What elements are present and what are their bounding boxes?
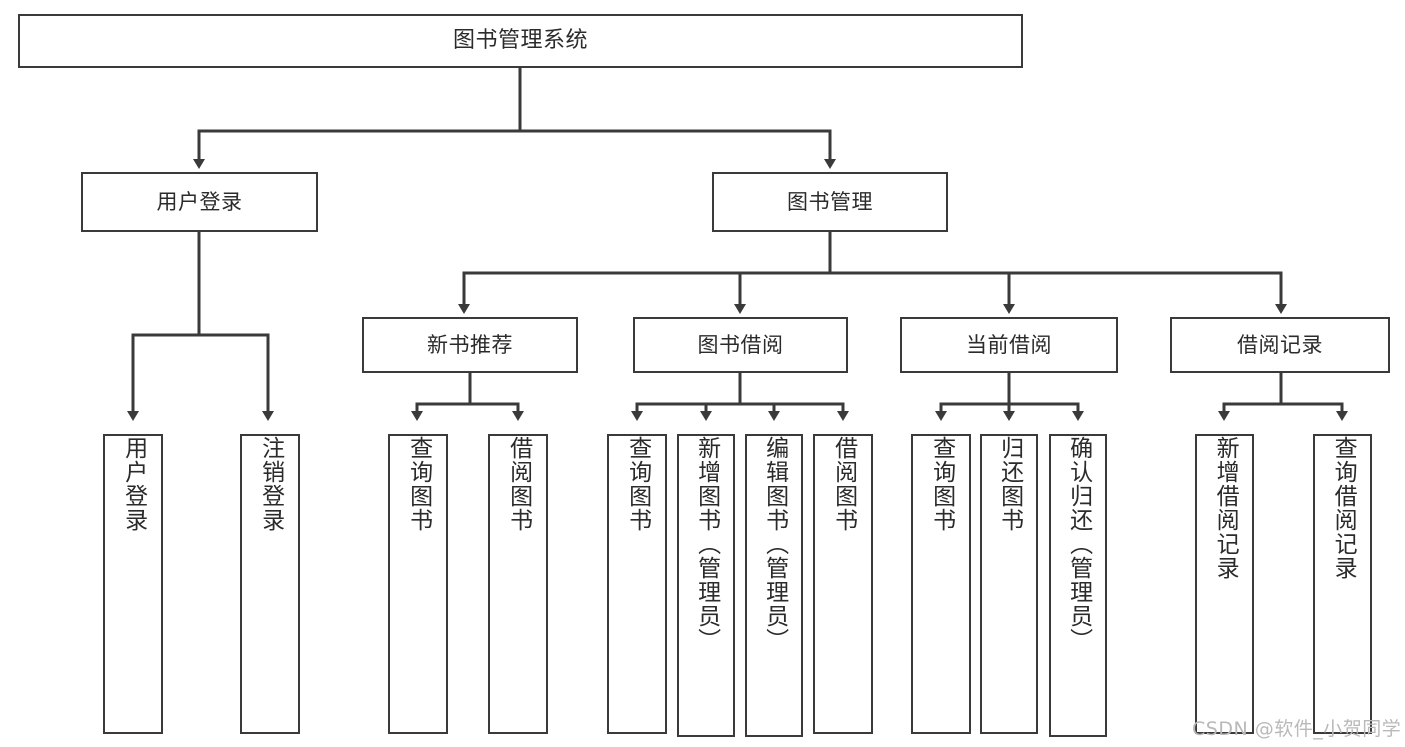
node-leaf-query-book-3[interactable]: 查询图书 — [911, 434, 971, 734]
node-current-borrow-label: 当前借阅 — [966, 332, 1052, 357]
node-leaf-add-record-label: 新增借阅记录 — [1212, 436, 1239, 580]
node-leaf-user-login-label: 用户登录 — [120, 436, 147, 532]
node-leaf-edit-book-label: 编辑图书（管理员） — [761, 436, 788, 652]
node-leaf-borrow-book-2[interactable]: 借阅图书 — [813, 434, 873, 734]
node-current-borrow[interactable]: 当前借阅 — [900, 317, 1118, 373]
node-leaf-return-book[interactable]: 归还图书 — [980, 434, 1038, 734]
node-leaf-add-record[interactable]: 新增借阅记录 — [1195, 434, 1254, 734]
node-leaf-edit-book[interactable]: 编辑图书（管理员） — [745, 434, 803, 737]
node-borrow-record-label: 借阅记录 — [1237, 332, 1323, 357]
node-user-login[interactable]: 用户登录 — [81, 172, 318, 232]
node-book-borrow[interactable]: 图书借阅 — [633, 317, 848, 373]
node-leaf-return-book-label: 归还图书 — [996, 436, 1023, 532]
node-leaf-borrow-book-1[interactable]: 借阅图书 — [488, 434, 548, 734]
node-borrow-record[interactable]: 借阅记录 — [1170, 317, 1390, 373]
node-leaf-borrow-book-1-label: 借阅图书 — [505, 436, 532, 532]
node-leaf-query-book-2-label: 查询图书 — [624, 436, 651, 532]
node-leaf-query-record[interactable]: 查询借阅记录 — [1313, 434, 1372, 734]
node-leaf-confirm-return[interactable]: 确认归还（管理员） — [1049, 434, 1107, 737]
node-book-manage[interactable]: 图书管理 — [712, 172, 948, 232]
node-leaf-query-book-3-label: 查询图书 — [928, 436, 955, 532]
node-leaf-add-book-label: 新增图书（管理员） — [693, 436, 720, 652]
node-leaf-confirm-return-label: 确认归还（管理员） — [1065, 436, 1092, 652]
node-root-label: 图书管理系统 — [452, 28, 588, 54]
node-leaf-user-login[interactable]: 用户登录 — [103, 434, 163, 734]
node-root[interactable]: 图书管理系统 — [18, 14, 1023, 68]
node-leaf-query-book-1[interactable]: 查询图书 — [388, 434, 448, 734]
node-leaf-add-book[interactable]: 新增图书（管理员） — [677, 434, 735, 737]
node-leaf-logout[interactable]: 注销登录 — [240, 434, 300, 734]
node-new-book-rec-label: 新书推荐 — [427, 332, 513, 357]
node-leaf-query-book-2[interactable]: 查询图书 — [607, 434, 667, 734]
node-leaf-logout-label: 注销登录 — [257, 436, 284, 532]
node-leaf-query-record-label: 查询借阅记录 — [1330, 436, 1357, 580]
node-book-manage-label: 图书管理 — [787, 189, 873, 214]
node-new-book-rec[interactable]: 新书推荐 — [362, 317, 578, 373]
node-leaf-borrow-book-2-label: 借阅图书 — [830, 436, 857, 532]
node-leaf-query-book-1-label: 查询图书 — [405, 436, 432, 532]
node-book-borrow-label: 图书借阅 — [697, 332, 784, 357]
node-user-login-label: 用户登录 — [156, 189, 243, 214]
